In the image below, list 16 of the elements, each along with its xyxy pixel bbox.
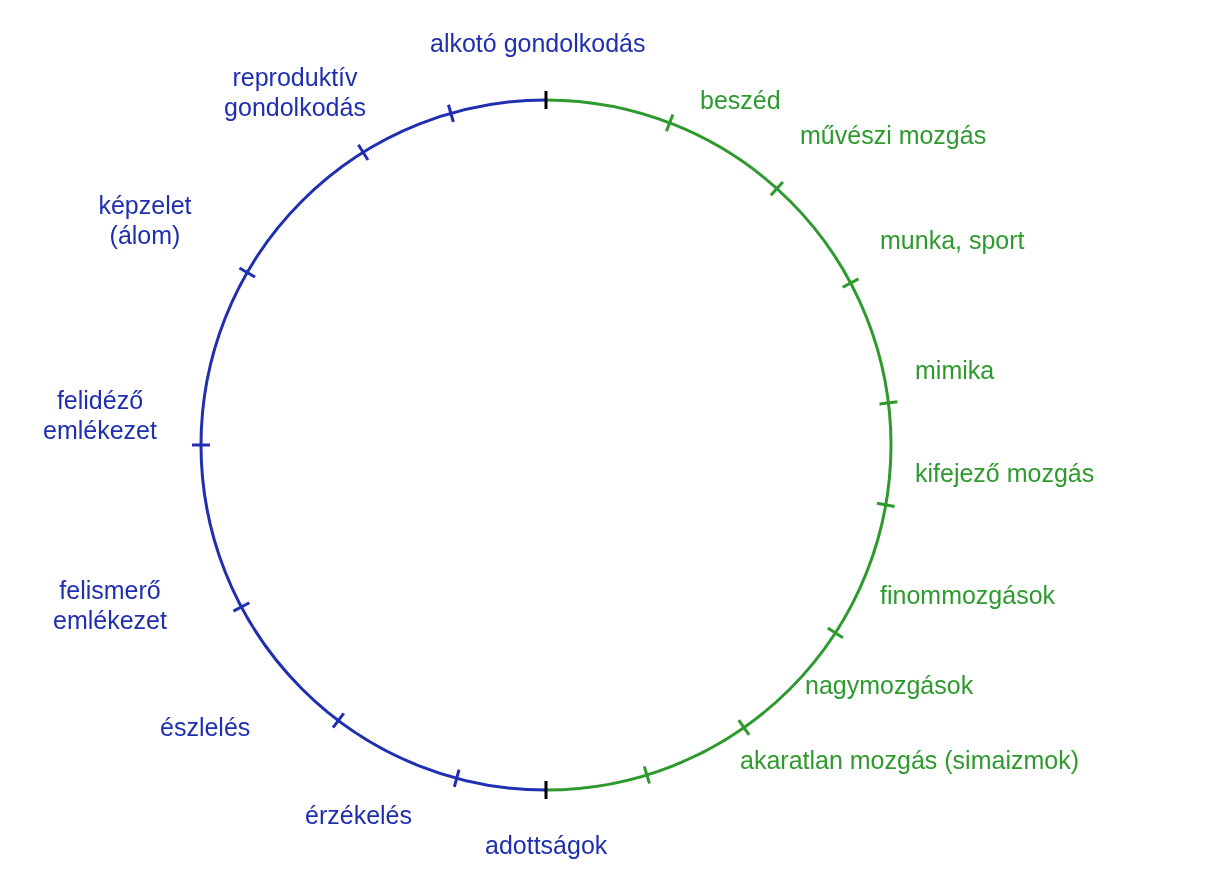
circle-label: felismerő emlékezet <box>52 575 168 635</box>
circle-label: kifejező mozgás <box>915 458 1095 488</box>
circle-label: érzékelés <box>305 800 412 830</box>
circle-label: észlelés <box>160 712 251 742</box>
circle-label: művészi mozgás <box>800 120 987 150</box>
circle-label: mimika <box>915 355 995 385</box>
circle-label: nagymozgások <box>805 670 974 700</box>
circle-label: akaratlan mozgás (simaizmok) <box>740 745 1079 775</box>
circle-label: finommozgások <box>880 580 1056 610</box>
circle-label: reproduktív gondolkodás <box>223 62 367 122</box>
circle-label: alkotó gondolkodás <box>430 28 646 58</box>
circle-label: felidéző emlékezet <box>42 385 158 445</box>
circle-label: beszéd <box>700 85 781 115</box>
circle-label: munka, sport <box>880 225 1025 255</box>
circle-label: képzelet (álom) <box>97 190 193 250</box>
circle-label: adottságok <box>485 830 608 860</box>
